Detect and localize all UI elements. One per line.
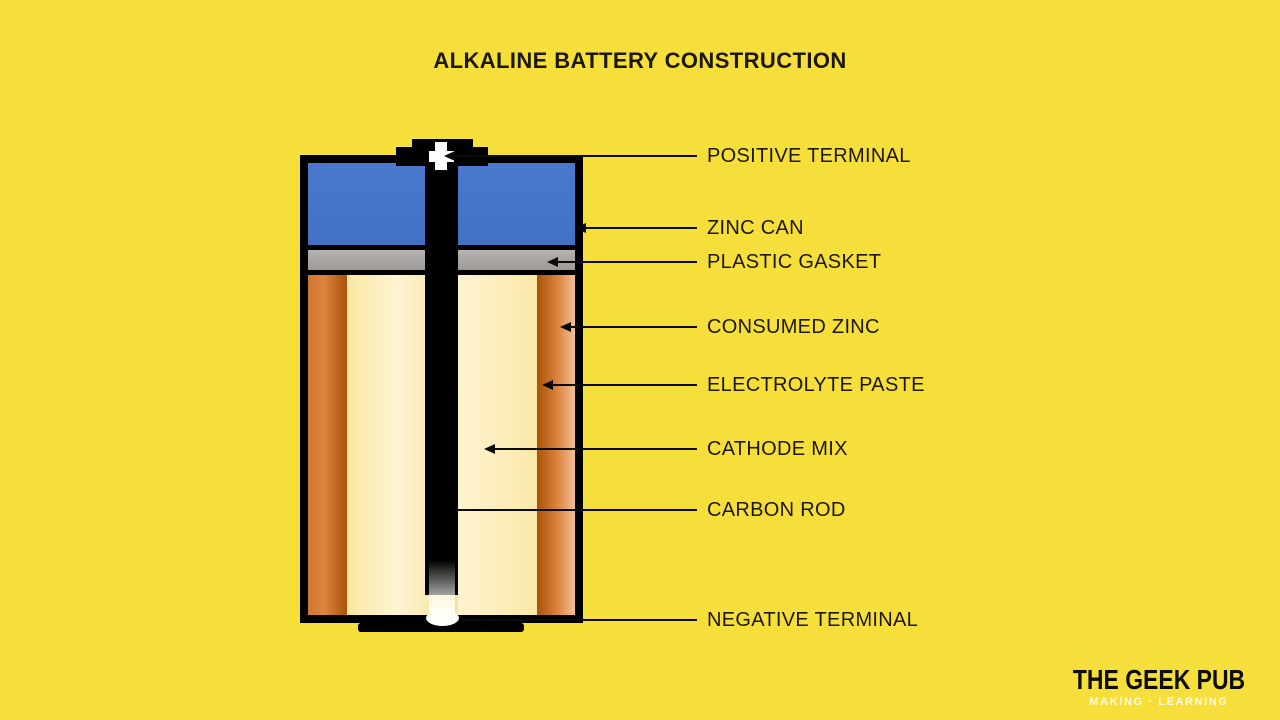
label-cathode-mix: CATHODE MIX xyxy=(707,438,848,460)
rod-glow xyxy=(429,560,455,612)
label-plastic-gasket: PLASTIC GASKET xyxy=(707,251,882,273)
label-positive-terminal: POSITIVE TERMINAL xyxy=(707,145,911,167)
negative-contact-button xyxy=(426,610,459,626)
arrow-left-icon xyxy=(547,257,558,267)
callout-line-cathode-mix xyxy=(484,444,697,454)
label-carbon-rod: CARBON ROD xyxy=(707,499,846,521)
label-consumed-zinc: CONSUMED ZINC xyxy=(707,316,880,338)
logo-name: THE GEEK PUB xyxy=(1072,664,1246,695)
plus-icon xyxy=(429,151,454,162)
arrow-left-icon xyxy=(575,223,586,233)
electrolyte-cathode-right xyxy=(458,275,537,615)
callout-line-negative-terminal xyxy=(462,619,697,621)
callout-line-carbon-rod xyxy=(458,509,697,511)
diagram-title: ALKALINE BATTERY CONSTRUCTION xyxy=(433,48,847,73)
arrow-left-icon xyxy=(484,444,495,454)
negative-terminal-plate xyxy=(358,623,524,632)
carbon-rod xyxy=(425,150,458,595)
label-electrolyte-paste: ELECTROLYTE PASTE xyxy=(707,374,925,396)
callout-line-plastic-gasket xyxy=(547,257,697,267)
callout-line-zinc-can xyxy=(575,223,697,233)
arrow-left-icon xyxy=(542,380,553,390)
callout-line-positive-terminal xyxy=(444,151,697,161)
callout-line-electrolyte-paste xyxy=(542,380,697,390)
geek-pub-logo: THE GEEK PUB MAKING · LEARNING xyxy=(1054,664,1264,709)
arrow-left-icon xyxy=(560,322,571,332)
callout-line-consumed-zinc xyxy=(560,322,697,332)
label-negative-terminal: NEGATIVE TERMINAL xyxy=(707,609,919,631)
arrow-left-icon xyxy=(444,151,455,161)
logo-tagline: MAKING · LEARNING xyxy=(1089,696,1229,708)
consumed-zinc-left xyxy=(308,275,347,615)
label-zinc-can: ZINC CAN xyxy=(707,217,804,239)
